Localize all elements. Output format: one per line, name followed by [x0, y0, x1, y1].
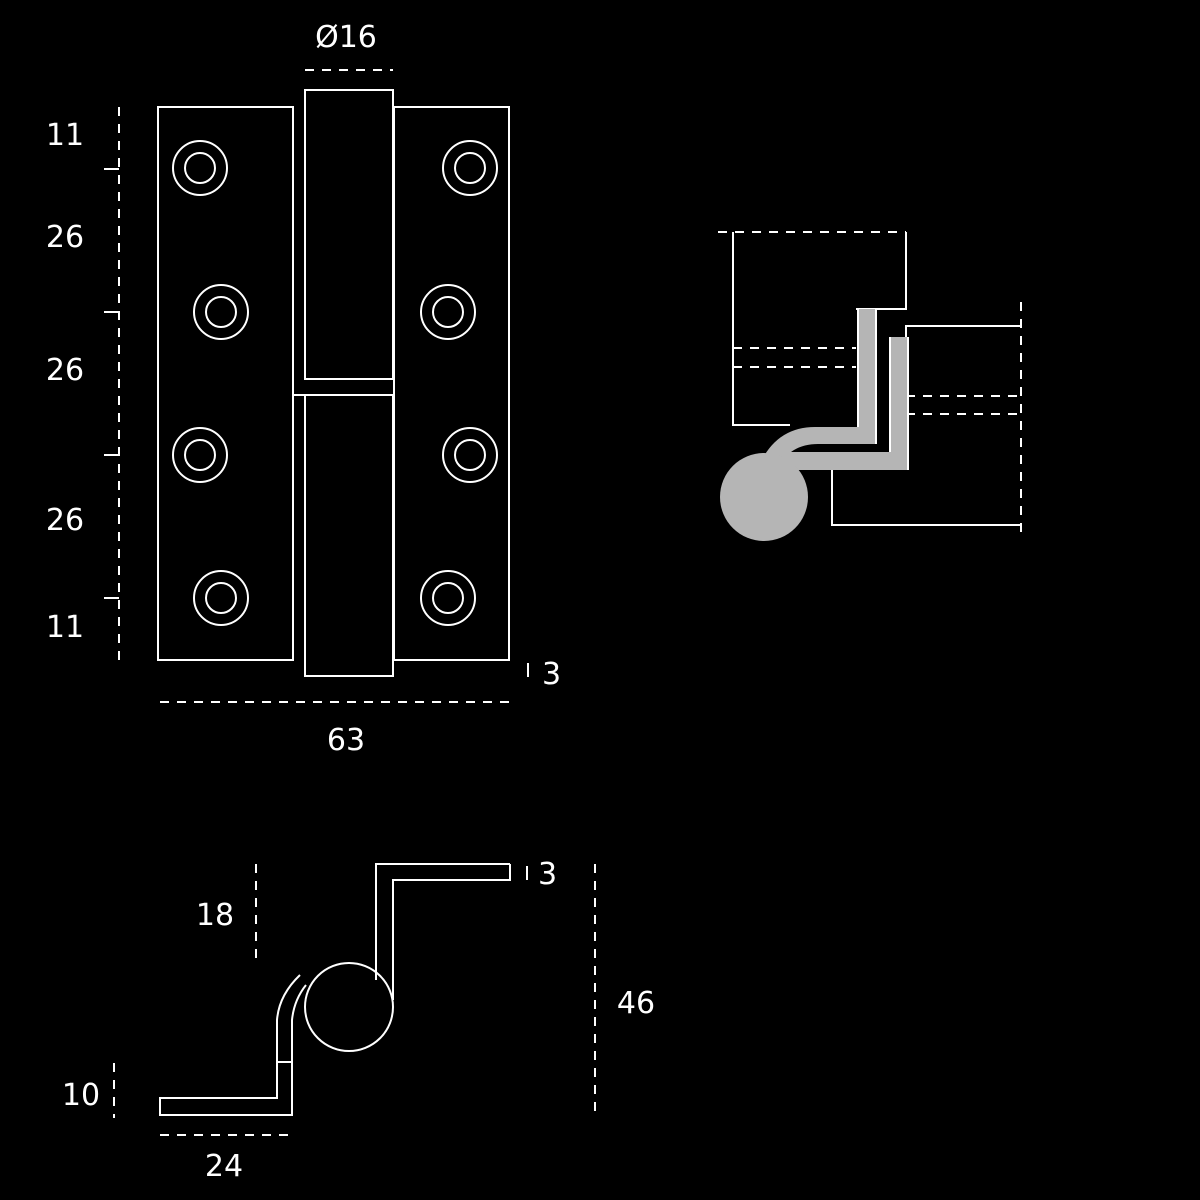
- leaf-right-section: [780, 337, 908, 470]
- upper-leg-label: 18: [196, 898, 234, 933]
- leaf-profile: [159, 863, 511, 1116]
- total-height-label: 46: [617, 986, 655, 1021]
- left-leaf: [157, 106, 294, 661]
- screw-hole: [172, 427, 228, 483]
- lower-leg-label: 10: [62, 1078, 100, 1113]
- plate-thickness-label: 3: [538, 857, 557, 892]
- top-view: 18 10 24 3 46: [62, 857, 655, 1184]
- hole-spacing-label: 26: [46, 503, 84, 538]
- left-frame-outline: [732, 232, 907, 426]
- installed-section-view: [718, 231, 1022, 541]
- screw-hole: [420, 284, 476, 340]
- hole-spacing-label: 26: [46, 353, 84, 388]
- hole-spacing-label: 11: [46, 118, 84, 153]
- plate-thickness-label: 3: [542, 657, 561, 692]
- flange-length-label: 24: [205, 1149, 243, 1184]
- right-door-outline: [831, 325, 1021, 526]
- hole-spacing-label: 26: [46, 220, 84, 255]
- knuckle-upper: [304, 89, 394, 380]
- screw-hole: [442, 427, 498, 483]
- knuckle-lower: [304, 394, 394, 677]
- right-leaf: [393, 106, 510, 661]
- hole-spacing-label: 11: [46, 610, 84, 645]
- screw-hole: [193, 570, 249, 626]
- screw-hole: [442, 140, 498, 196]
- hinge-pin: [304, 962, 394, 1052]
- leaf-left-section: [758, 309, 876, 468]
- screw-hole: [172, 140, 228, 196]
- pin-diameter-label: Ø16: [315, 20, 377, 55]
- leaf-section-edges: [857, 309, 909, 470]
- front-view: Ø16 11 26 26 26 11 3 63: [46, 20, 561, 758]
- hinge-pin-section: [720, 453, 808, 541]
- width-label: 63: [327, 723, 365, 758]
- screw-hole: [420, 570, 476, 626]
- screw-hole: [193, 284, 249, 340]
